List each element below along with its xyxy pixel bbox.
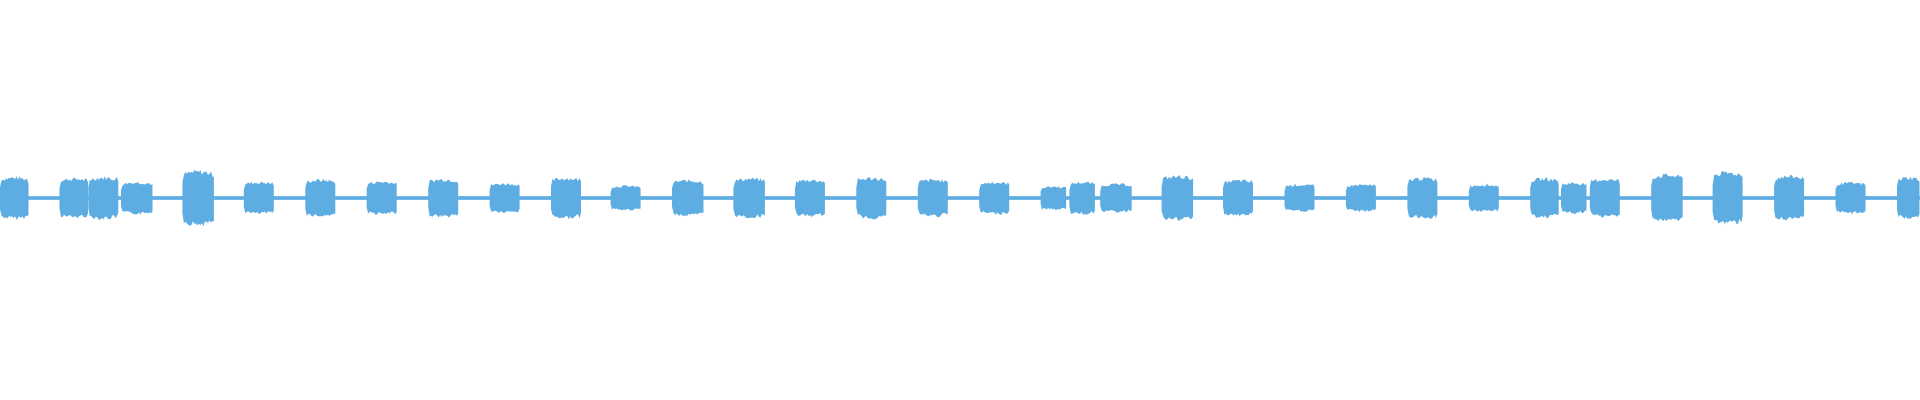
waveform-burst [428,179,459,218]
waveform-baseline [0,196,1920,200]
waveform-burst [243,181,274,215]
waveform-burst [979,182,1010,215]
waveform-burst [551,177,581,220]
waveform-burst [1835,181,1866,215]
waveform-burst [88,176,119,220]
waveform-burst [1100,183,1132,213]
waveform-burst [856,177,887,220]
waveform-burst [1345,184,1376,213]
waveform-burst [1561,182,1587,215]
waveform-burst [489,183,520,213]
waveform-burst [1651,173,1683,222]
waveform-burst [1407,176,1438,219]
waveform-burst [1897,176,1920,220]
waveform-burst [1284,183,1315,212]
waveform-burst [1040,186,1067,211]
waveform-burst [917,178,948,218]
waveform-burst [1589,179,1620,218]
waveform-burst [733,177,765,219]
waveform-burst [0,176,29,220]
waveform-trace [0,169,1920,227]
waveform-burst [366,181,397,216]
waveform-burst [610,185,641,211]
waveform-burst [59,177,88,218]
waveform-burst [1161,175,1194,221]
waveform-burst [1712,171,1743,225]
waveform-burst [1069,181,1095,215]
waveform-burst [1223,179,1253,217]
waveform-burst [182,169,214,227]
waveform-burst [672,179,704,217]
waveform-burst [1530,177,1559,219]
waveform-burst [305,178,336,217]
waveform-burst [1774,174,1805,221]
waveform-burst [1468,183,1499,212]
waveform-burst [794,179,825,218]
waveform-burst [121,182,153,215]
